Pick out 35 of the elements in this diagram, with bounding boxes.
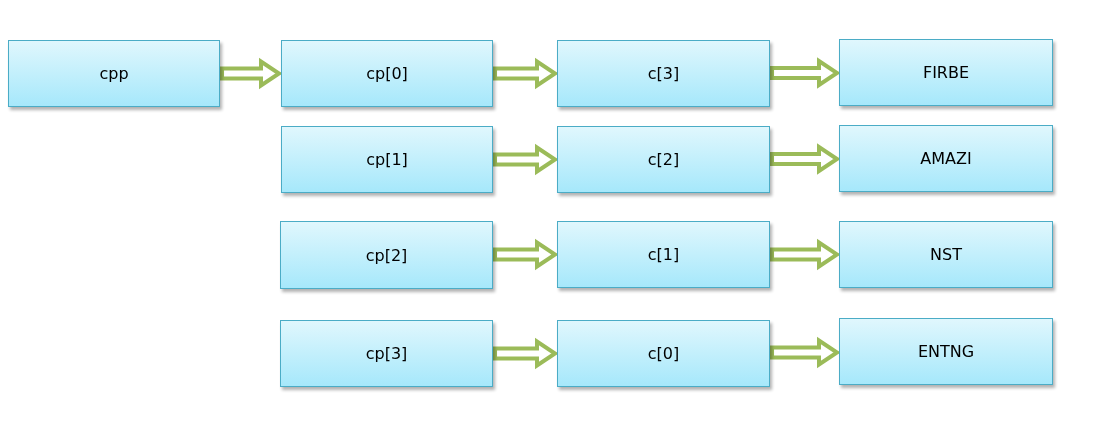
- box-label: ENTNG: [917, 342, 975, 361]
- box-label: NST: [930, 245, 962, 264]
- block-arrow: [493, 143, 559, 176]
- process-box: [8, 40, 220, 107]
- process-box: [280, 320, 493, 387]
- block-arrow: [770, 238, 841, 271]
- box-label: c[0]: [647, 344, 680, 363]
- process-box: [281, 126, 493, 193]
- box-label: cp[3]: [365, 344, 408, 363]
- block-arrow: [493, 337, 559, 370]
- process-box: [281, 40, 493, 107]
- box-label: FIRBE: [922, 63, 970, 82]
- box-label: cp[0]: [366, 64, 408, 83]
- block-arrow: [493, 57, 559, 90]
- process-box: [557, 320, 770, 387]
- block-arrow: [220, 57, 283, 90]
- process-box: [839, 125, 1053, 192]
- box-label: AMAZI: [920, 149, 972, 168]
- process-box: [557, 221, 770, 288]
- block-arrow: [770, 143, 841, 175]
- box-label: c[3]: [647, 64, 680, 83]
- process-box: [557, 126, 770, 193]
- box-label: c[2]: [647, 150, 680, 169]
- process-box: [557, 40, 770, 107]
- process-box: [280, 221, 493, 289]
- box-label: cpp: [99, 64, 129, 83]
- process-box: [839, 221, 1053, 288]
- box-label: cp[2]: [365, 245, 408, 265]
- block-arrow: [770, 57, 841, 89]
- box-label: c[1]: [647, 245, 680, 264]
- box-label: cp[1]: [366, 150, 408, 169]
- process-box: [839, 39, 1053, 106]
- block-arrow: [770, 336, 841, 369]
- block-arrow: [493, 238, 559, 271]
- process-box: [839, 318, 1053, 385]
